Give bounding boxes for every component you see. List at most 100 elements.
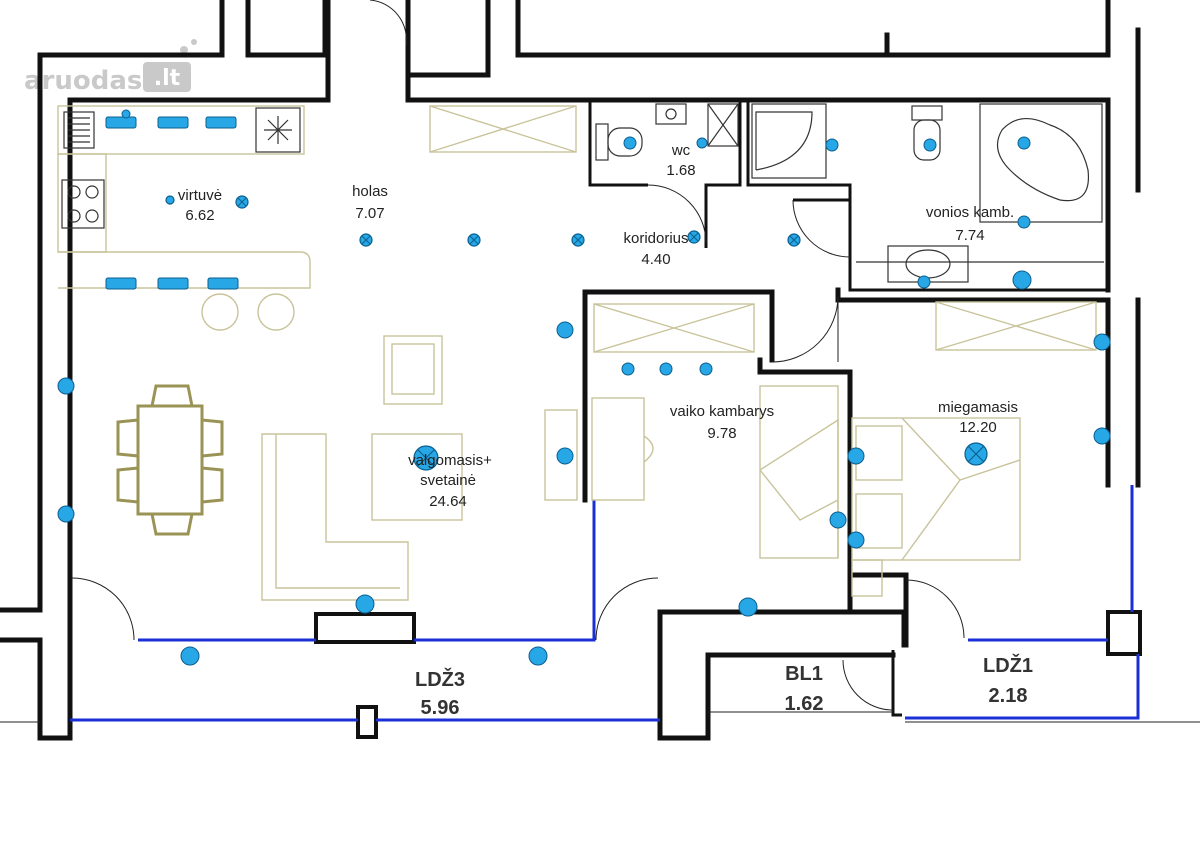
socket-icon <box>1012 270 1032 290</box>
socket-icon <box>825 138 839 152</box>
door-wc-swing <box>647 184 707 244</box>
socket-icon <box>528 646 548 666</box>
room-name-svetaine-line1: valgomasis+ <box>408 452 492 469</box>
room-area-virtuve: 6.62 <box>185 207 214 224</box>
shower-icon <box>751 103 827 179</box>
lamp-icon <box>413 445 439 471</box>
bedroom-wardrobe <box>935 301 1097 351</box>
double-bed <box>851 417 1021 561</box>
socket-icon <box>157 277 189 290</box>
room-area-vaiko: 9.78 <box>707 425 736 442</box>
socket-icon <box>699 362 713 376</box>
watermark-text: aruodas <box>24 66 142 96</box>
lamp-icon <box>787 233 801 247</box>
door-bath-swing <box>792 199 851 258</box>
wall-column <box>1106 610 1142 656</box>
room-name-ldz3: LDŽ3 <box>415 667 465 691</box>
watermark-badge <box>143 62 191 92</box>
cooktop-icon <box>61 179 105 229</box>
bar-stool-icon <box>257 293 295 331</box>
door-child-swing <box>771 295 839 363</box>
socket-icon <box>157 116 189 129</box>
lamp-icon <box>359 233 373 247</box>
watermark-logo: aruodas .lt <box>24 39 197 96</box>
kitchen-counter-side <box>57 153 107 253</box>
socket-icon <box>847 447 865 465</box>
room-name-virtuve: virtuvė <box>178 187 222 204</box>
socket-icon <box>556 321 574 339</box>
lamp-icon <box>571 233 585 247</box>
door-balcony-swing <box>595 577 659 641</box>
socket-icon <box>57 505 75 523</box>
shaft-icon <box>707 103 739 147</box>
socket-icon <box>923 138 937 152</box>
dining-table <box>136 404 204 516</box>
fridge-icon <box>255 107 301 153</box>
furniture <box>57 103 1104 601</box>
wall-child-right <box>757 369 853 613</box>
watermark-dot-icon <box>191 39 197 45</box>
lamp-icon <box>235 195 249 209</box>
windows <box>70 485 1140 722</box>
room-area-wc: 1.68 <box>666 162 695 179</box>
lamp-icon <box>165 195 175 205</box>
dining-chair-left <box>116 466 139 504</box>
wall-post <box>356 705 378 739</box>
sofa <box>261 433 409 601</box>
door-bedroom-swing <box>905 579 965 639</box>
watermark-dot-icon <box>180 46 188 54</box>
wall-child-top <box>582 289 775 363</box>
armchair-seat <box>391 343 435 395</box>
wall-bl-edge <box>891 650 902 717</box>
dining-chair-right <box>201 418 224 458</box>
socket-icon <box>696 137 708 149</box>
socket-icons <box>57 109 1111 666</box>
socket-icon <box>205 116 237 129</box>
wall-top-inner <box>405 0 1111 293</box>
socket-icon <box>621 362 635 376</box>
socket-icon <box>121 109 131 119</box>
room-area-ldz3: 5.96 <box>421 697 460 719</box>
child-wardrobe <box>593 303 755 353</box>
room-name-bl1: BL1 <box>785 663 823 685</box>
walls <box>0 0 1200 741</box>
balcony-edge-lines <box>0 711 1200 723</box>
doors <box>71 0 965 711</box>
door-living-swing <box>71 577 135 641</box>
socket-icon <box>1017 215 1031 229</box>
bathtub-icon <box>979 103 1103 223</box>
bar-stool-icon <box>201 293 239 331</box>
socket-icon <box>105 277 137 290</box>
room-name-koridorius: koridorius <box>623 230 688 247</box>
room-area-holas: 7.07 <box>355 205 384 222</box>
socket-icon <box>1093 427 1111 445</box>
sink-icon <box>63 111 95 149</box>
socket-icon <box>829 511 847 529</box>
room-area-bl1: 1.62 <box>785 693 824 715</box>
kitchen-counter-bottom <box>58 251 311 289</box>
wall-wc-left <box>588 100 648 187</box>
socket-icon <box>738 597 758 617</box>
socket-icon <box>659 362 673 376</box>
room-name-holas: holas <box>352 183 388 200</box>
dining-chair-left <box>116 418 139 458</box>
watermark-tld: .lt <box>154 66 181 91</box>
living-desk <box>544 409 578 501</box>
coffee-table <box>371 433 463 521</box>
nightstand <box>851 559 883 597</box>
lamp-icon <box>687 230 701 244</box>
kitchen-counter-top <box>57 105 305 155</box>
child-desk <box>591 397 645 501</box>
wall-balcony-top <box>657 609 907 648</box>
room-name-wc: wc <box>671 142 691 159</box>
room-area-vonios: 7.74 <box>955 227 984 244</box>
wall-top-right <box>515 0 1111 58</box>
wall-inner-left <box>0 0 331 741</box>
socket-icon <box>355 594 375 614</box>
socket-icon <box>105 116 137 129</box>
wc-sink-icon <box>655 103 687 125</box>
wall-bath <box>746 100 1108 292</box>
socket-icon <box>556 447 574 465</box>
room-area-koridorius: 4.40 <box>641 251 670 268</box>
